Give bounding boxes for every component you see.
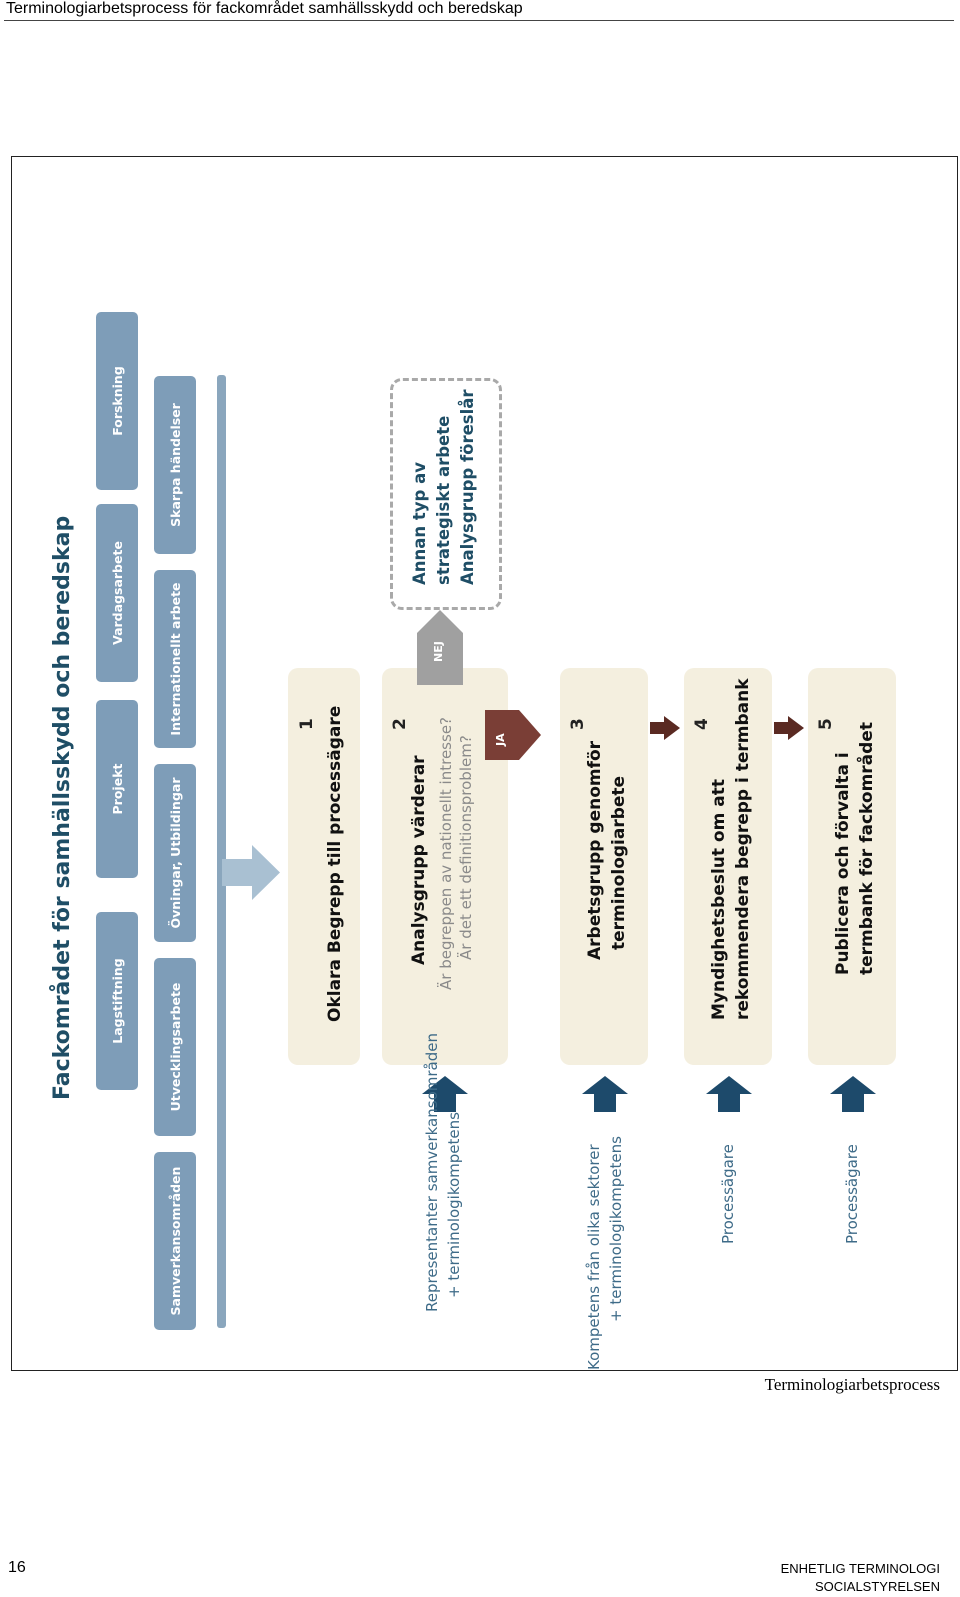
domain-projekt: Projekt	[96, 700, 138, 878]
alternative-line-2: strategiskt arbete	[434, 415, 453, 585]
step-4-number: 4	[692, 718, 712, 730]
flow-arrow-3-4-icon	[650, 716, 680, 740]
step-2-question-2: Är det ett definitionsproblem?	[457, 735, 475, 960]
domain-vardagsarbete: Vardagsarbete	[96, 504, 138, 682]
alternative-line-3: Analysgrupp föreslår	[458, 389, 477, 585]
process-figure: Fackområdet för samhällsskydd och bereds…	[11, 156, 958, 1371]
step-3-number: 3	[568, 718, 588, 730]
flow-arrow-4-5-icon	[774, 716, 804, 740]
domain-skarpa-handelser: Skarpa händelser	[154, 376, 196, 554]
running-head: Terminologiarbetsprocess för fackområdet…	[6, 0, 523, 17]
footer-line-1: ENHETLIG TERMINOLOGI	[780, 1561, 940, 1576]
role-arrow-5-icon	[830, 1076, 876, 1112]
step-5-text-line-1: Publicera och förvalta i	[833, 752, 853, 975]
down-arrow-icon	[222, 845, 280, 900]
no-label: NEJ	[432, 641, 445, 662]
step-5-text-line-2: termbank för fackområdet	[857, 722, 877, 975]
yes-label: JA	[494, 733, 507, 746]
domain-ovningar: Övningar, Utbildingar	[154, 764, 196, 942]
page-number: 16	[8, 1559, 26, 1576]
step-2-question-1: Är begreppen av nationellt intresse?	[437, 716, 455, 990]
figure-caption: Terminologiarbetsprocess	[764, 1375, 940, 1394]
alternative-line-1: Annan typ av	[410, 462, 429, 585]
step-4-text-line-2: rekommendera begrepp i termbank	[733, 678, 753, 1020]
yes-arrow-icon	[485, 710, 541, 760]
step-1-number: 1	[297, 718, 317, 730]
header-rule	[4, 20, 954, 21]
domain-forskning: Forskning	[96, 312, 138, 490]
step-5-number: 5	[816, 718, 836, 730]
role-2-line-1: Representanter samverkansområden	[423, 1033, 441, 1312]
role-arrow-2-icon	[422, 1076, 468, 1112]
footer: ENHETLIG TERMINOLOGI SOCIALSTYRELSEN	[781, 1560, 940, 1596]
role-5-text: Processägare	[843, 1144, 861, 1244]
domain-internationellt: Internationellt arbete	[154, 570, 196, 748]
role-2-line-2: + terminologikompetens	[445, 1112, 463, 1298]
role-3-line-2: + terminologikompetens	[607, 1136, 625, 1322]
step-3-text-line-1: Arbetsgrupp genomför	[585, 740, 605, 960]
domain-samverkansomraden: Samverkansområden	[154, 1152, 196, 1330]
role-arrow-3-icon	[582, 1076, 628, 1112]
step-3-text-line-2: terminologiarbete	[609, 775, 629, 950]
domain-utvecklingsarbete: Utvecklingsarbete	[154, 958, 196, 1136]
diagram-title: Fackområdet för samhällsskydd och bereds…	[50, 515, 75, 1100]
rotated-diagram: Fackområdet för samhällsskydd och bereds…	[12, 157, 957, 1370]
step-1-text: Oklara Begrepp till processägare	[325, 705, 345, 1022]
no-arrow-icon	[417, 610, 463, 685]
step-2-number: 2	[390, 718, 410, 730]
step-4-text-line-1: Myndighetsbeslut om att	[709, 779, 729, 1020]
role-arrow-4-icon	[706, 1076, 752, 1112]
role-4-text: Processägare	[719, 1144, 737, 1244]
role-3-line-1: Kompetens från olika sektorer	[585, 1144, 603, 1370]
step-2-text: Analysgrupp värderar	[409, 755, 429, 965]
domain-lagstiftning: Lagstiftning	[96, 912, 138, 1090]
footer-line-2: SOCIALSTYRELSEN	[815, 1579, 940, 1594]
